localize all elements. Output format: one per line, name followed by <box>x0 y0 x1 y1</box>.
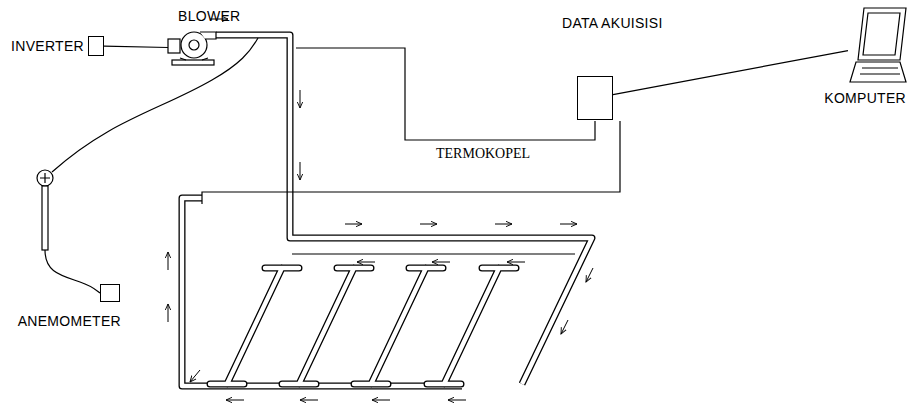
node-label: INVERTER <box>11 38 84 54</box>
blower-unit: BLOWER <box>168 28 218 68</box>
flow-arrows <box>345 224 362 225</box>
flow-arrows <box>372 400 390 401</box>
flow-arrows <box>432 262 450 263</box>
heat-tubes <box>210 268 516 384</box>
anemometer-probe <box>37 170 53 186</box>
laptop-symbol <box>860 68 900 74</box>
flow-arrows <box>300 90 301 108</box>
thermocouple-wire <box>202 121 620 204</box>
flow-arrows <box>560 224 577 225</box>
anemometer-probe <box>40 173 50 183</box>
blower-symbol <box>168 39 180 53</box>
node-label: DATA AKUISISI <box>562 15 663 31</box>
cable-connector <box>613 51 848 95</box>
flow-arrows <box>586 268 593 282</box>
laptop-symbol <box>863 13 900 55</box>
blower-symbol <box>200 32 216 39</box>
computer: KOMPUTER <box>848 6 908 84</box>
data-acquisition-box: DATA AKUISISI <box>577 76 613 120</box>
blower-symbol <box>168 32 216 65</box>
heat-tube <box>210 268 299 384</box>
flow-arrows <box>357 262 375 263</box>
flow-arrows <box>168 304 169 322</box>
anemometer-probe <box>42 186 48 250</box>
flow-arrows <box>448 400 466 401</box>
inverter-box: INVERTER <box>88 36 104 56</box>
flow-arrows <box>420 224 437 225</box>
flow-arrows <box>495 224 512 225</box>
heat-tube <box>427 268 516 384</box>
anemometer-box: ANEMOMETER <box>100 284 120 302</box>
blower-symbol <box>189 40 199 50</box>
cable-connector <box>104 46 168 47</box>
flow-arrows <box>561 320 568 334</box>
flow-arrows <box>226 400 244 401</box>
thermocouple-wire <box>296 48 595 140</box>
node-label: ANEMOMETER <box>18 313 121 329</box>
heat-tube <box>282 268 371 384</box>
heat-tube <box>427 268 516 384</box>
flow-arrows <box>168 252 169 270</box>
laptop-symbol <box>858 8 906 60</box>
pipe-network <box>216 35 592 384</box>
heat-tube <box>354 268 443 384</box>
node-label: BLOWER <box>178 8 240 24</box>
flow-arrows <box>300 400 318 401</box>
wire-label: TERMOKOPEL <box>436 146 530 162</box>
flow-arrows <box>507 262 525 263</box>
anemometer-probe <box>52 38 258 172</box>
pipe-network <box>182 35 592 386</box>
pipe-network <box>182 198 462 386</box>
laptop-symbol <box>850 8 906 82</box>
pipe-network <box>292 253 575 254</box>
node-label: KOMPUTER <box>824 90 906 106</box>
anemometer-probe <box>37 38 258 295</box>
flow-arrows <box>168 19 593 400</box>
laptop-symbol <box>850 62 906 82</box>
heat-tube <box>354 268 443 384</box>
pipe-network <box>216 35 592 384</box>
pipe-network <box>182 198 462 386</box>
thermocouple-wire <box>202 48 620 204</box>
anemometer-probe <box>45 250 100 293</box>
heat-tube <box>282 268 371 384</box>
heat-tube <box>210 268 299 384</box>
blower-symbol <box>172 60 214 65</box>
flow-arrows <box>190 370 200 382</box>
blower-symbol <box>180 58 208 60</box>
flow-arrows <box>300 162 301 180</box>
